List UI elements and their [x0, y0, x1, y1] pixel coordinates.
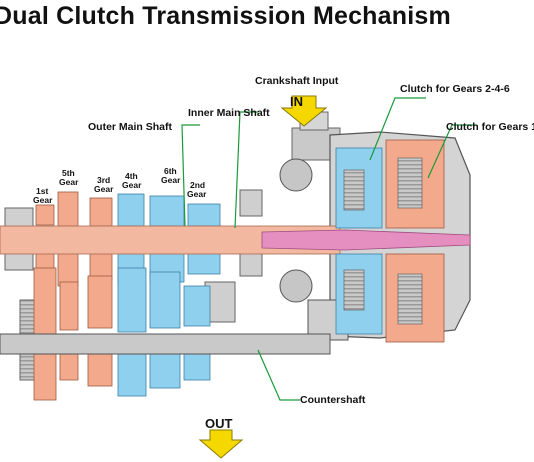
leader-lines	[181, 97, 476, 401]
inner-main-shaft-label: Inner Main Shaft	[188, 107, 270, 119]
gear-3rd-word: Gear	[94, 184, 114, 194]
clutch-135	[385, 139, 445, 343]
gear-5th-word: Gear	[59, 177, 79, 187]
output-arrow	[198, 429, 244, 459]
clutch-246-label: Clutch for Gears 2-4-6	[400, 83, 510, 95]
outer-main-shaft-label: Outer Main Shaft	[88, 121, 173, 133]
countershaft-label: Countershaft	[300, 394, 366, 406]
even-gears-counter	[117, 267, 211, 397]
inner-main-shaft	[261, 229, 471, 251]
clutch-135-label: Clutch for Gears 1-3-5	[446, 121, 534, 133]
gear-5th-label: 5th	[62, 168, 75, 178]
gear-4th-label: 4th	[125, 171, 138, 181]
clutch-246	[335, 147, 383, 335]
input-arrow	[280, 95, 328, 127]
gear-4th-word: Gear	[122, 180, 142, 190]
gear-6th-label: 6th	[164, 166, 177, 176]
page-title: Dual Clutch Transmission Mechanism	[0, 2, 451, 30]
gear-3rd-label: 3rd	[97, 175, 110, 185]
gear-6th-word: Gear	[161, 175, 181, 185]
odd-gears-counter	[33, 267, 113, 401]
gear-1st-word: Gear	[33, 195, 53, 205]
crankshaft-input-label: Crankshaft Input	[255, 75, 339, 87]
gear-1st-label: 1st	[36, 186, 48, 196]
out-label: OUT	[205, 416, 233, 431]
gear-labels: 1st Gear 5th Gear 3rd Gear 4th Gear 6th …	[33, 166, 207, 205]
odd-gears-main	[35, 191, 113, 287]
in-label: IN	[290, 94, 303, 109]
gear-2nd-word: Gear	[187, 189, 207, 199]
gear-2nd-label: 2nd	[190, 180, 205, 190]
countershaft-bar	[0, 333, 331, 355]
